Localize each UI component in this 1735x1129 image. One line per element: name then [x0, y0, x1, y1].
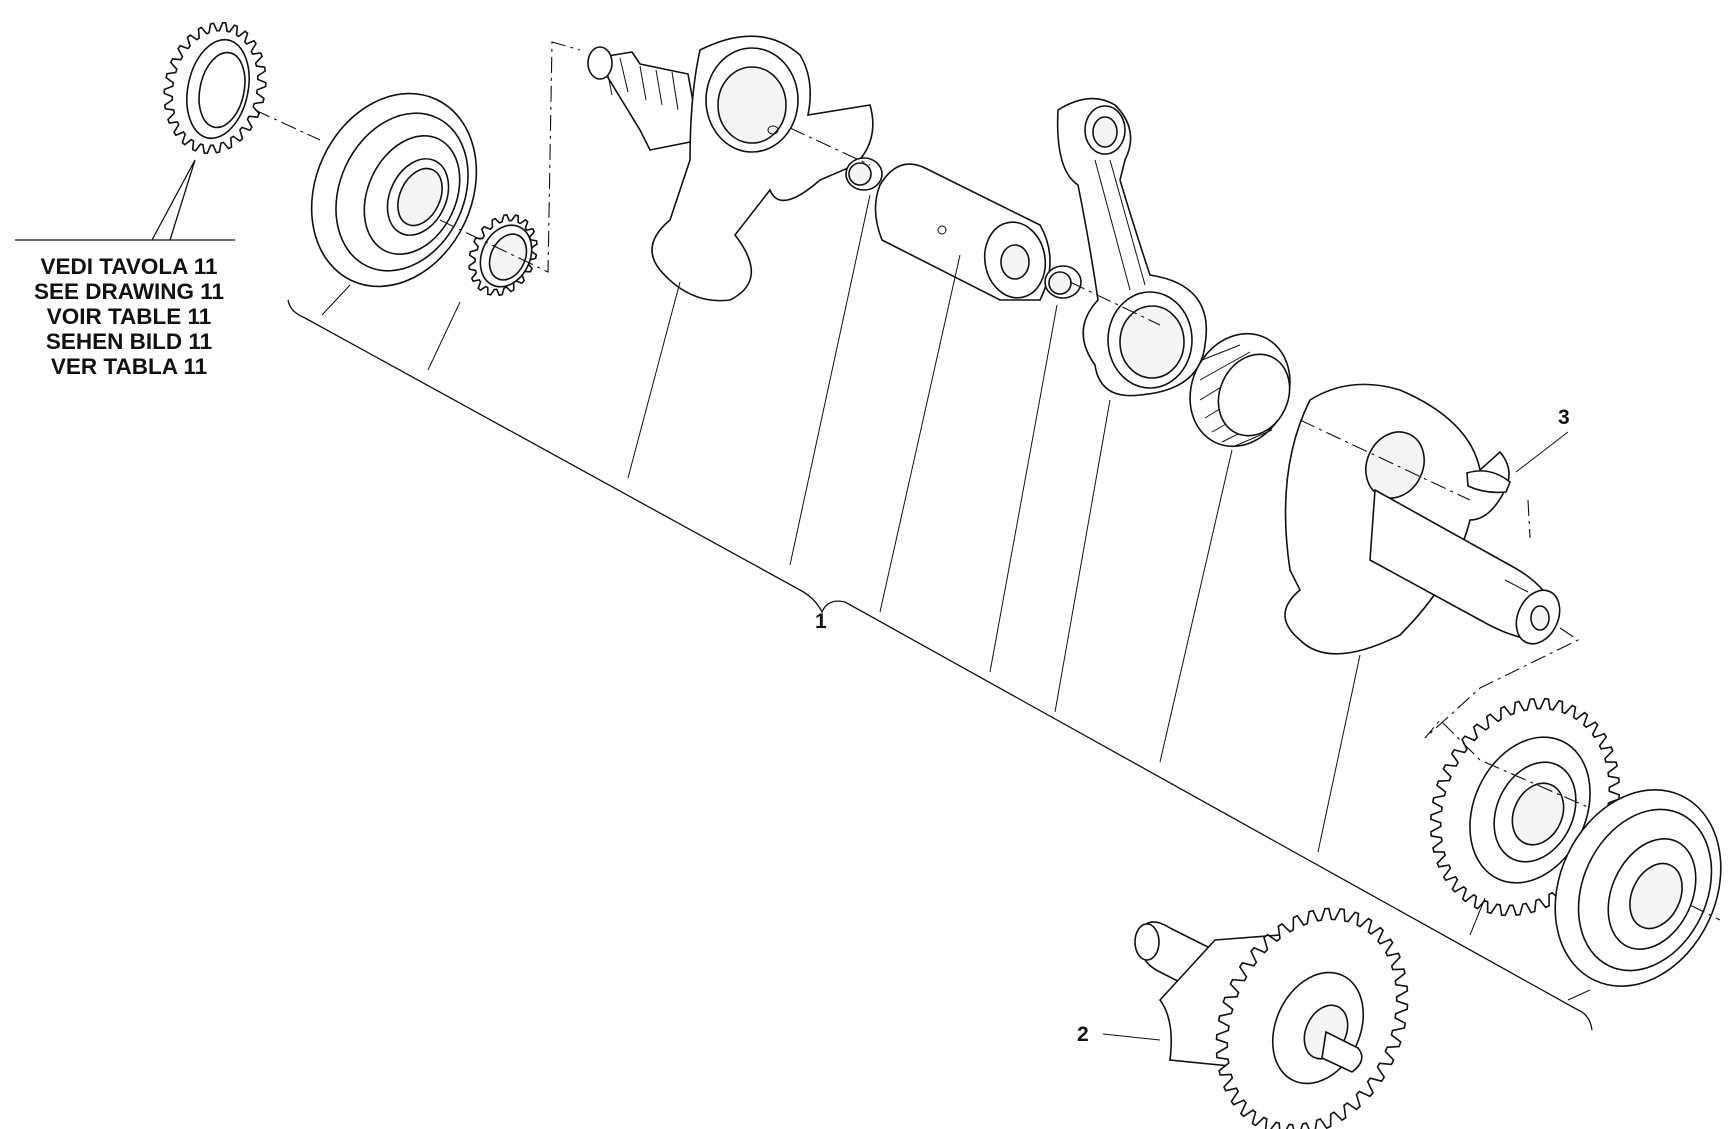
reference-note: VEDI TAVOLA 11 SEE DRAWING 11 VOIR TABLE… [12, 254, 246, 379]
reference-note-line: VOIR TABLE 11 [46, 304, 212, 329]
needle-roller-bearing [1189, 332, 1291, 448]
callout-1: 1 [815, 610, 827, 633]
reference-note-line: SEE DRAWING 11 [33, 279, 225, 304]
connecting-rod [1056, 97, 1207, 397]
leader-lines [321, 194, 1591, 1001]
crank-pin [874, 163, 1051, 301]
crank-web-left [587, 35, 874, 302]
callout-2: 2 [1077, 1023, 1089, 1046]
callout-leaders [1102, 431, 1569, 1041]
main-bearing-left [310, 92, 478, 288]
thrust-washer-2 [1044, 265, 1082, 299]
assembly-brace [287, 299, 1593, 1031]
crank-gear-small [468, 213, 538, 297]
balancer-shaft [1134, 907, 1409, 1129]
main-bearing-right [1554, 789, 1722, 987]
thrust-washer-1 [845, 157, 883, 191]
callout-3: 3 [1558, 406, 1570, 429]
timing-gear-small [163, 21, 267, 155]
reference-note-line: VEDI TAVOLA 11 [40, 254, 218, 279]
reference-note-line: SEHEN BILD 11 [45, 329, 213, 354]
assembly-axis-lines [254, 41, 1721, 921]
reference-note-line: VER TABLA 11 [50, 354, 208, 379]
crank-web-right [1284, 383, 1561, 655]
woodruff-key [1466, 470, 1511, 494]
reference-leader [15, 159, 235, 241]
